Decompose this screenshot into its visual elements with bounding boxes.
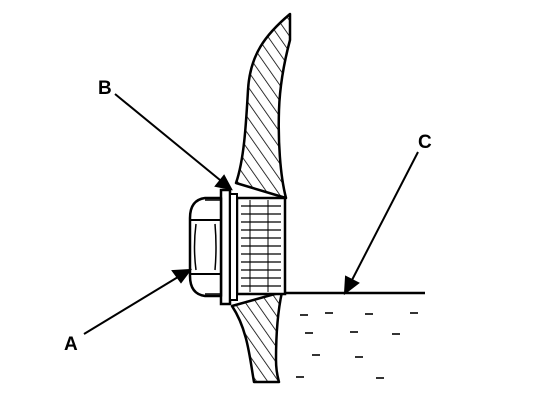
housing-wall-upper	[234, 12, 292, 200]
sealing-washer	[219, 188, 238, 306]
bolt-head	[188, 196, 223, 298]
label-b: B	[98, 78, 112, 99]
drain-plug-bolt	[188, 196, 223, 298]
housing-wall	[230, 12, 292, 384]
label-c: C	[418, 132, 432, 153]
label-a: A	[64, 334, 78, 355]
threaded-bore	[235, 196, 287, 296]
arrow-a	[83, 268, 193, 335]
oil-fluid	[285, 291, 425, 379]
arrow-b	[114, 93, 233, 191]
housing-wall-lower	[230, 290, 284, 384]
oil-surface-dashes	[296, 312, 418, 379]
leader-arrows	[83, 93, 419, 335]
arrow-c	[343, 151, 419, 296]
